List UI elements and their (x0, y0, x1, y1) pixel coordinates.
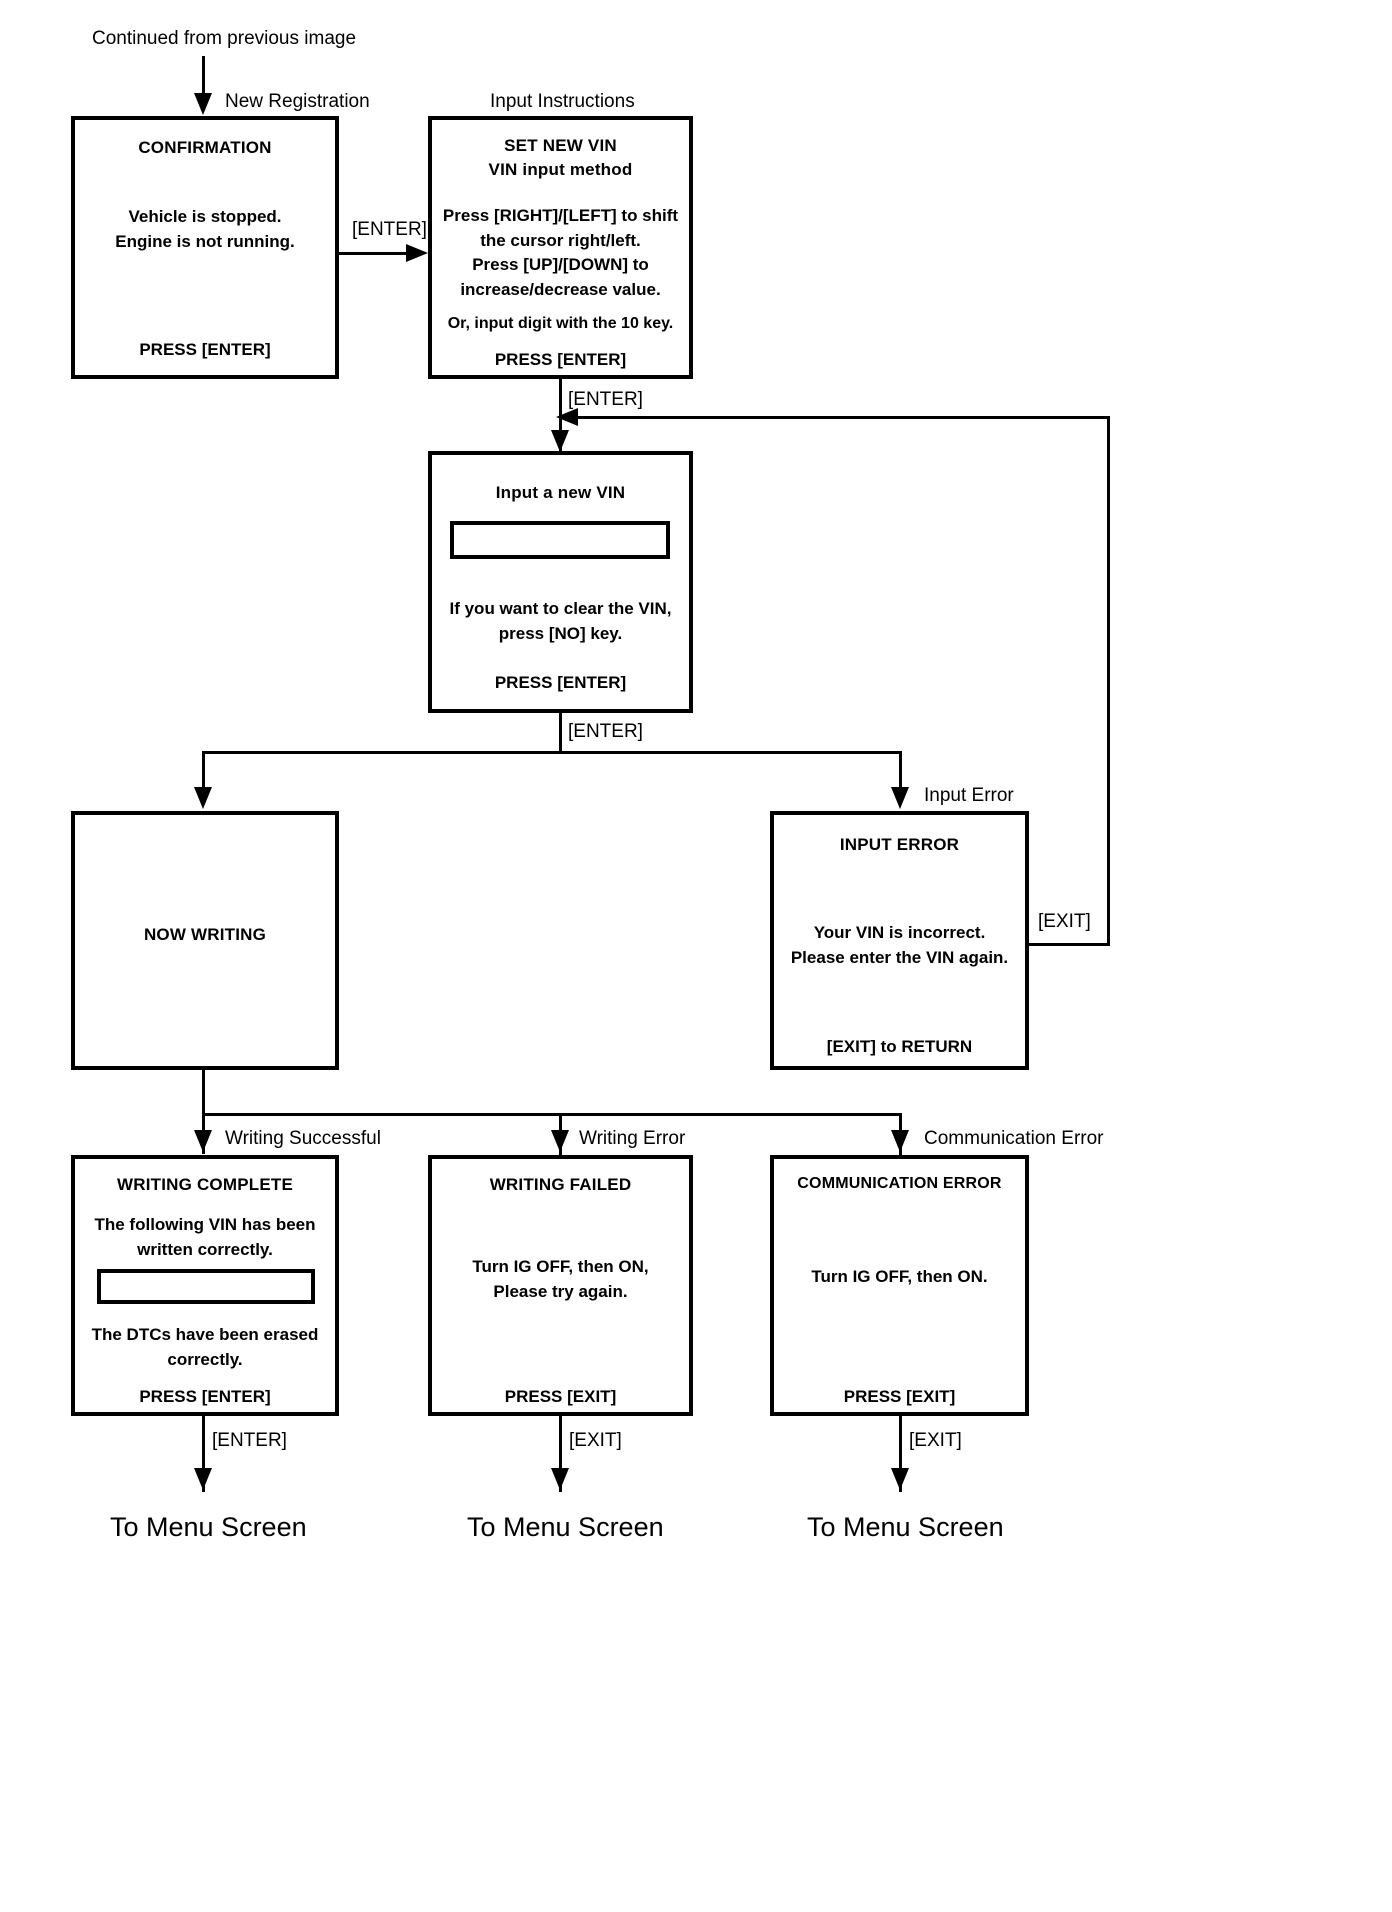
branch-label-input-error: Input Error (924, 785, 1014, 806)
written-vin-field (97, 1269, 315, 1304)
edge-label-exit-loop: [EXIT] (1038, 911, 1091, 932)
node-communication-error: COMMUNICATION ERROR Turn IG OFF, then ON… (770, 1155, 1029, 1416)
confirmation-title: CONFIRMATION (138, 138, 272, 157)
connector-start-to-confirmation (202, 56, 205, 108)
commerror-footer: PRESS [EXIT] (843, 1387, 956, 1406)
connector-complete-to-menu (202, 1416, 205, 1492)
edge-label-enter-complete: [ENTER] (212, 1430, 287, 1451)
writingcomplete-body2-line-2: correctly. (167, 1349, 243, 1369)
branch-label-communication-error: Communication Error (924, 1128, 1104, 1149)
confirmation-footer: PRESS [ENTER] (139, 340, 271, 359)
confirmation-body-line-2: Engine is not running. (115, 231, 295, 251)
writingcomplete-title: WRITING COMPLETE (116, 1175, 294, 1194)
writingfailed-title: WRITING FAILED (489, 1175, 632, 1194)
arrowhead-to-input-error (891, 787, 909, 809)
node-input-error: INPUT ERROR Your VIN is incorrect. Pleas… (770, 811, 1029, 1070)
inputvin-body-line-1: If you want to clear the VIN, (449, 599, 672, 618)
edge-label-exit-comm: [EXIT] (909, 1430, 962, 1451)
inputvin-title: Input a new VIN (495, 483, 626, 502)
inputerror-title: INPUT ERROR (839, 835, 960, 854)
setvin-body: Press [RIGHT]/[LEFT] to shift the cursor… (432, 204, 689, 303)
writingfailed-footer: PRESS [EXIT] (504, 1387, 617, 1406)
branch-label-input-instructions: Input Instructions (490, 91, 635, 112)
arrowhead-failed-to-menu (551, 1468, 569, 1490)
vin-input-field[interactable] (450, 521, 670, 559)
commerror-title: COMMUNICATION ERROR (797, 1175, 1002, 1192)
arrowhead-to-communication-error (891, 1130, 909, 1152)
setvin-title-line-1: SET NEW VIN (504, 136, 617, 155)
writingcomplete-body2: The DTCs have been erased correctly. (75, 1323, 335, 1372)
confirmation-body-line-1: Vehicle is stopped. (128, 207, 282, 226)
arrowhead-confirmation-to-setvin (406, 244, 428, 262)
writingfailed-body-line-2: Please try again. (493, 1281, 628, 1301)
node-set-new-vin: SET NEW VIN VIN input method Press [RIGH… (428, 116, 693, 379)
writingcomplete-footer: PRESS [ENTER] (139, 1387, 271, 1406)
connector-loopback-horizontal (562, 416, 1110, 419)
commerror-body-line-1: Turn IG OFF, then ON. (811, 1267, 988, 1286)
arrowhead-to-writing-complete (194, 1130, 212, 1152)
inputerror-body: Your VIN is incorrect. Please enter the … (774, 921, 1025, 970)
node-writing-failed: WRITING FAILED Turn IG OFF, then ON, Ple… (428, 1155, 693, 1416)
setvin-body-line-2: the cursor right/left. (480, 230, 641, 250)
branch-label-writing-error: Writing Error (579, 1128, 686, 1149)
commerror-body: Turn IG OFF, then ON. (774, 1265, 1025, 1290)
connector-failed-to-menu (559, 1416, 562, 1492)
start-label: Continued from previous image (92, 28, 357, 49)
inputvin-body-line-2: press [NO] key. (498, 623, 623, 643)
connector-results-horizontal (202, 1113, 902, 1116)
writingcomplete-body: The following VIN has been written corre… (75, 1213, 335, 1262)
setvin-body-line-3: Press [UP]/[DOWN] to (472, 255, 649, 275)
inputvin-body: If you want to clear the VIN, press [NO]… (432, 597, 689, 646)
setvin-body2: Or, input digit with the 10 key. (447, 315, 674, 332)
setvin-title-line-2: VIN input method (488, 160, 633, 179)
node-input-new-vin: Input a new VIN If you want to clear the… (428, 451, 693, 713)
edge-label-enter-1: [ENTER] (352, 219, 427, 240)
connector-split-horizontal (202, 751, 902, 754)
writingcomplete-body-line-1: The following VIN has been (94, 1215, 316, 1234)
terminal-to-menu-screen-3: To Menu Screen (807, 1512, 1004, 1542)
confirmation-body: Vehicle is stopped. Engine is not runnin… (75, 205, 335, 254)
setvin-body-line-4: increase/decrease value. (460, 279, 661, 299)
arrowhead-start-to-confirmation (194, 93, 212, 115)
arrowhead-comm-to-menu (891, 1468, 909, 1490)
node-confirmation: CONFIRMATION Vehicle is stopped. Engine … (71, 116, 339, 379)
connector-comm-to-menu (899, 1416, 902, 1492)
writingcomplete-body-line-2: written correctly. (137, 1239, 273, 1259)
setvin-body-line-1: Press [RIGHT]/[LEFT] to shift (442, 206, 679, 225)
edge-label-enter-2: [ENTER] (568, 389, 643, 410)
arrowhead-setvin-to-inputvin (551, 430, 569, 452)
arrowhead-loopback (556, 408, 578, 426)
terminal-to-menu-screen-2: To Menu Screen (467, 1512, 664, 1542)
connector-loopback-vertical (1107, 416, 1110, 946)
writingfailed-body: Turn IG OFF, then ON, Please try again. (432, 1255, 689, 1304)
node-writing-complete: WRITING COMPLETE The following VIN has b… (71, 1155, 339, 1416)
nowwriting-title: NOW WRITING (143, 925, 267, 944)
connector-split-left (202, 751, 205, 803)
terminal-to-menu-screen-1: To Menu Screen (110, 1512, 307, 1542)
inputerror-body-line-2: Please enter the VIN again. (790, 947, 1009, 967)
node-now-writing: NOW WRITING (71, 811, 339, 1070)
edge-label-exit-failed: [EXIT] (569, 1430, 622, 1451)
connector-loopback-from-input-error (1022, 943, 1110, 946)
writingcomplete-body2-line-1: The DTCs have been erased (91, 1325, 319, 1344)
connector-inputvin-down (559, 713, 562, 753)
branch-label-writing-successful: Writing Successful (225, 1128, 381, 1149)
arrowhead-to-now-writing (194, 787, 212, 809)
connector-nowwriting-down (202, 1070, 205, 1154)
setvin-footer: PRESS [ENTER] (494, 350, 627, 369)
inputvin-footer: PRESS [ENTER] (494, 673, 627, 692)
arrowhead-complete-to-menu (194, 1468, 212, 1490)
inputerror-footer: [EXIT] to RETURN (826, 1037, 973, 1056)
connector-split-right (899, 751, 902, 803)
arrowhead-to-writing-failed (551, 1130, 569, 1152)
inputerror-body-line-1: Your VIN is incorrect. (813, 923, 986, 942)
connector-confirmation-to-setvin (339, 252, 423, 255)
branch-label-new-registration: New Registration (225, 91, 370, 112)
edge-label-enter-3: [ENTER] (568, 721, 643, 742)
writingfailed-body-line-1: Turn IG OFF, then ON, (472, 1257, 649, 1276)
